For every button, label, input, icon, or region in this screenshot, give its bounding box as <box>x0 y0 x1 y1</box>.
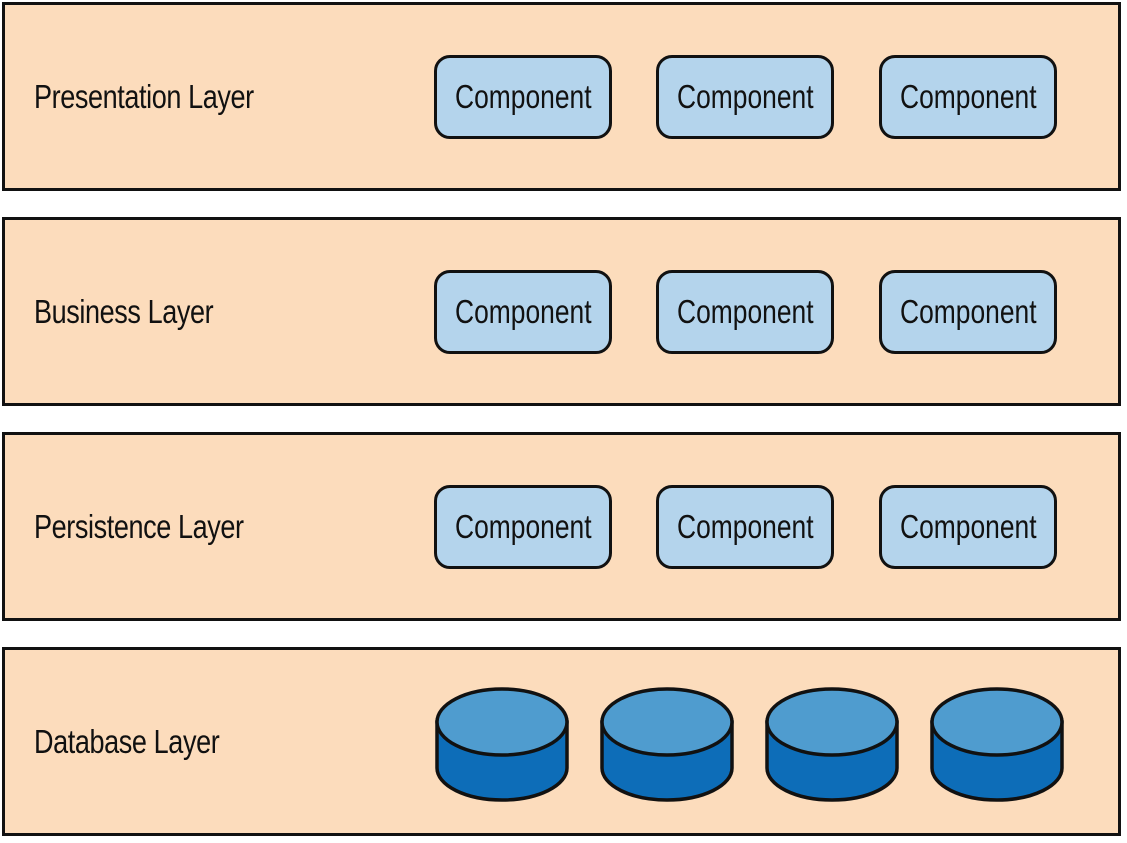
component-box: Component <box>656 54 834 139</box>
component-box: Component <box>879 54 1057 139</box>
component-box: Component <box>434 54 612 139</box>
component-box: Component <box>656 269 834 354</box>
database-layer: Database Layer <box>2 647 1121 836</box>
component-box: Component <box>434 484 612 569</box>
layer-label: Persistence Layer <box>34 507 244 545</box>
business-layer: Business Layer Component Component Compo… <box>2 217 1121 406</box>
database-icon <box>765 687 899 802</box>
layer-label: Business Layer <box>34 292 214 330</box>
component-box: Component <box>656 484 834 569</box>
layer-label: Database Layer <box>34 722 220 760</box>
persistence-layer: Persistence Layer Component Component Co… <box>2 432 1121 621</box>
presentation-layer: Presentation Layer Component Component C… <box>2 2 1121 191</box>
component-box: Component <box>879 269 1057 354</box>
database-icon <box>600 687 734 802</box>
database-icon <box>435 687 569 802</box>
layer-label: Presentation Layer <box>34 77 254 115</box>
component-box: Component <box>434 269 612 354</box>
database-icon <box>930 687 1064 802</box>
component-box: Component <box>879 484 1057 569</box>
